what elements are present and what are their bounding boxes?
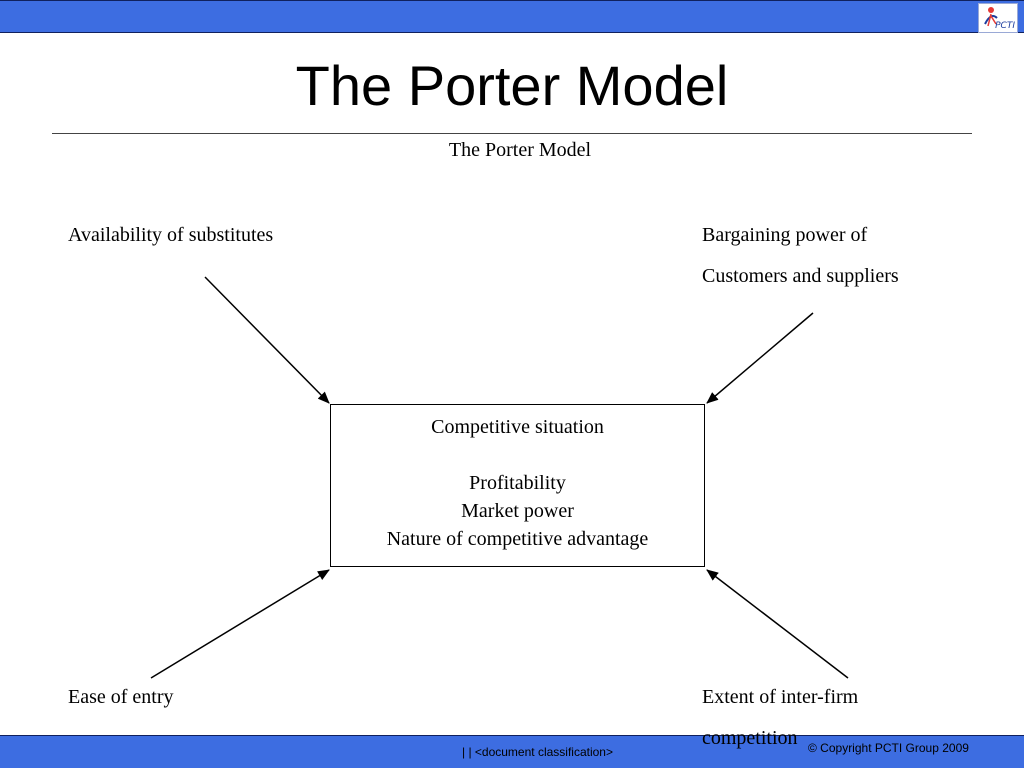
- diagram-title: The Porter Model: [448, 139, 592, 161]
- label-inter-firm-competition-line2: competition: [702, 727, 798, 749]
- header-bar: PCTI: [0, 0, 1024, 33]
- box-line-profitability: Profitability: [469, 472, 566, 494]
- box-line-competitive-situation: Competitive situation: [431, 416, 604, 438]
- competitive-situation-box: Competitive situation Profitability Mark…: [330, 404, 705, 567]
- box-line-competitive-advantage: Nature of competitive advantage: [386, 528, 649, 550]
- arrow-bargaining-power: [706, 312, 814, 404]
- label-bargaining-power-line1: Bargaining power of: [702, 224, 868, 246]
- footer-document-classification: | | <document classification>: [462, 745, 613, 759]
- pcti-logo: PCTI: [978, 3, 1018, 33]
- arrow-substitutes: [204, 276, 330, 404]
- slide-title: The Porter Model: [295, 54, 729, 117]
- box-line-market-power: Market power: [461, 500, 574, 522]
- logo-figure-icon: [984, 7, 998, 27]
- arrow-ease-of-entry: [150, 569, 330, 679]
- label-inter-firm-competition-line1: Extent of inter-firm: [702, 686, 859, 708]
- arrow-inter-firm-competition: [706, 569, 849, 679]
- label-bargaining-power-line2: Customers and suppliers: [702, 265, 899, 287]
- label-availability-of-substitutes: Availability of substitutes: [68, 224, 274, 246]
- footer-bar: [0, 735, 1024, 768]
- label-ease-of-entry: Ease of entry: [68, 686, 174, 708]
- footer-copyright: © Copyright PCTI Group 2009: [808, 741, 969, 755]
- title-divider: [52, 133, 972, 134]
- logo-text: PCTI: [995, 21, 1015, 31]
